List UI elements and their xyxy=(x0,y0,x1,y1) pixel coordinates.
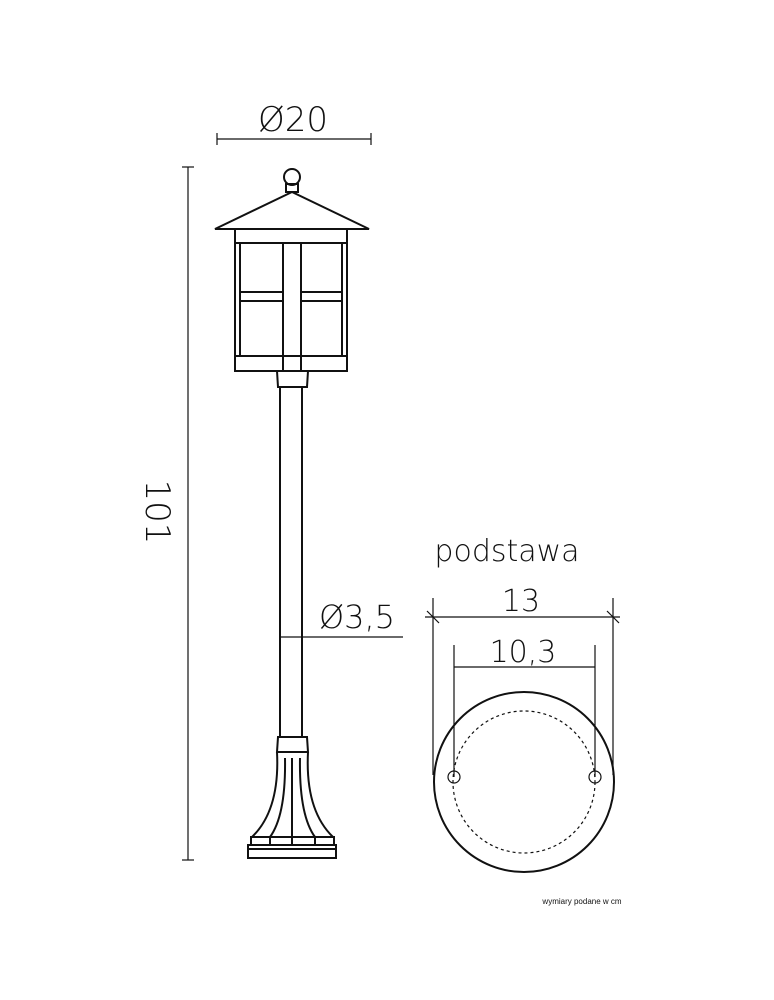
lamp-diameter-label: Ø20 xyxy=(258,100,328,140)
height-label: 101 xyxy=(137,480,177,545)
base-drawing: podstawa 13 10,3 xyxy=(425,534,620,873)
mount-spacing-label: 10,3 xyxy=(490,635,557,670)
units-note: wymiary podane w cm xyxy=(541,897,621,906)
base-diameter-label: 13 xyxy=(502,584,540,619)
pole-diameter-label: Ø3,5 xyxy=(319,598,395,636)
height-dimension: 101 xyxy=(137,166,194,861)
pole-diameter-dimension: Ø3,5 xyxy=(280,598,403,638)
lamp-drawing xyxy=(214,168,370,859)
lamp-diameter-dimension: Ø20 xyxy=(216,100,372,145)
base-label: podstawa xyxy=(434,534,579,569)
